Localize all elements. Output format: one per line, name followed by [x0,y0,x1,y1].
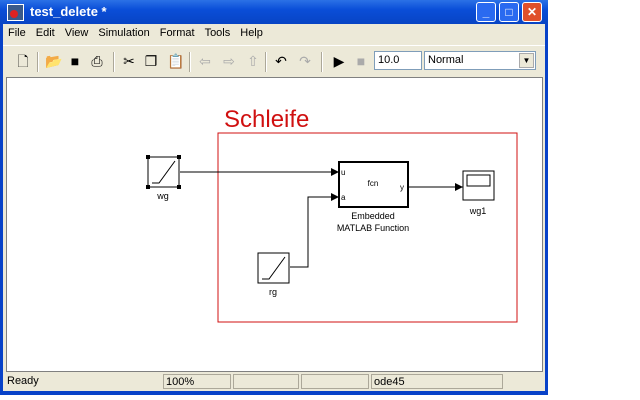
minimize-button[interactable]: _ [476,2,496,22]
window-title: test_delete * [30,4,107,19]
start-simulation-icon[interactable]: ▶ [333,53,345,69]
subsystem-area-schleife[interactable] [217,132,518,323]
menu-help[interactable]: Help [240,27,263,39]
simulink-app-icon [7,4,24,21]
stop-simulation-icon[interactable]: ■ [356,53,366,69]
new-file-icon[interactable]: 🗋 [17,53,29,69]
simulation-mode-value: Normal [428,54,464,66]
maximize-button[interactable]: □ [499,2,519,22]
chevron-down-icon[interactable]: ▼ [519,53,534,68]
menu-simulation[interactable]: Simulation [98,27,150,39]
signal-line-rg-to-a[interactable] [290,193,339,268]
simulink-window: test_delete * _ □ ✕ File Edit View Simulati… [0,0,548,395]
stop-time-input[interactable]: 10.0 [374,51,422,70]
title-bar: test_delete * _ □ ✕ [0,0,548,24]
close-button[interactable]: ✕ [522,2,542,22]
menu-format[interactable]: Format [159,27,195,39]
up-icon[interactable]: ⇧ [247,53,259,69]
status-pane-empty-1 [233,374,299,389]
solver-name: ode45 [371,374,503,389]
input-port-u: u [341,168,345,177]
menu-file[interactable]: File [8,27,26,39]
zoom-level: 100% [163,374,231,389]
copy-icon[interactable]: ❐ [144,53,158,69]
wg-block[interactable] [146,155,181,189]
rg-block[interactable] [257,252,290,284]
rg-label: rg [269,287,277,297]
scope-block[interactable] [462,170,495,201]
menu-tools[interactable]: Tools [204,27,231,39]
output-port-y: y [400,183,404,192]
input-port-a: a [341,193,346,202]
status-pane-empty-2 [301,374,369,389]
menu-bar: File Edit View Simulation Format Tools Help [3,24,545,43]
status-bar: Ready 100% ode45 [3,373,545,391]
scope-label: wg1 [469,206,487,216]
menu-view[interactable]: View [64,27,89,39]
redo-icon[interactable]: ↷ [299,53,311,69]
save-icon[interactable]: ■ [70,53,80,69]
status-text: Ready [7,375,39,387]
print-icon[interactable]: ⎙ [91,53,103,69]
embedded-matlab-function-block[interactable] [338,161,409,208]
undo-icon[interactable]: ↶ [275,53,287,69]
cut-icon[interactable]: ✂ [123,53,135,69]
simulation-mode-select[interactable]: Normal ▼ [424,51,536,70]
model-canvas[interactable] [6,77,543,372]
fcn-name-line2: MATLAB Function [337,223,409,233]
forward-icon[interactable]: ⇨ [223,53,235,69]
subsystem-label: Schleife [224,106,309,133]
open-folder-icon[interactable]: 📂 [45,53,63,69]
paste-icon[interactable]: 📋 [167,53,185,69]
fcn-name-line1: Embedded [351,211,395,221]
back-icon[interactable]: ⇦ [199,53,211,69]
menu-edit[interactable]: Edit [35,27,55,39]
fcn-label: fcn [368,179,379,188]
toolbar: 🗋 📂 ■ ⎙ ✂ ❐ 📋 ⇦ ⇨ ⇧ ↶ ↷ ▶ ■ 10.0 Normal ▼ [3,45,545,76]
wg-label: wg [156,191,169,201]
